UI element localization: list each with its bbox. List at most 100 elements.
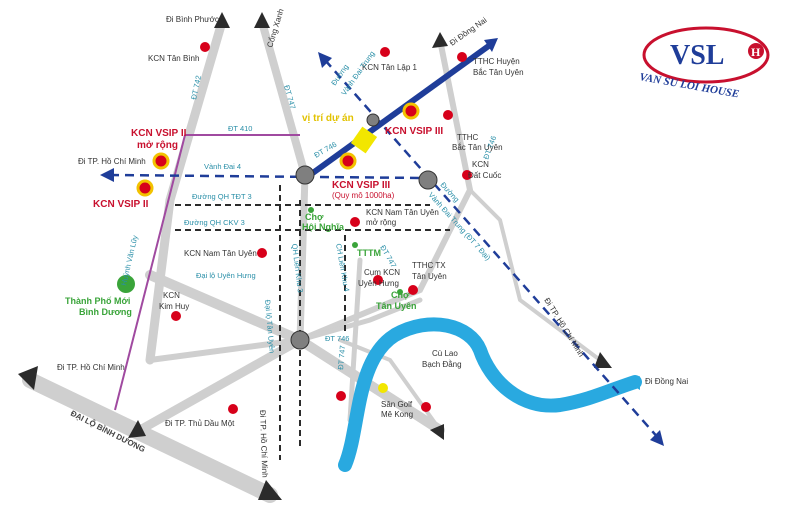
dot-vsip-iii-main	[339, 152, 357, 170]
road-junction-link	[147, 337, 303, 363]
logo-ellipse	[642, 26, 770, 84]
road-dt742	[145, 17, 227, 365]
label-huynh-van-luy: Huỳnh Văn Lũy	[119, 234, 139, 286]
label-vi-tri-du-an: vị trí dự án	[302, 113, 354, 124]
dot-cho-tan-uyen	[397, 289, 403, 295]
dashed-roads	[175, 185, 450, 460]
label-cho-tan-uyen-1: Chợ	[391, 290, 410, 300]
label-tp-moi-2: Bình Dương	[79, 307, 132, 317]
label-cong-xanh: Cổng Xanh	[265, 8, 285, 49]
label-kcn-vsip-ii: KCN VSIP II	[93, 199, 149, 210]
label-tthc-tx-1: TTHC TX	[412, 261, 446, 270]
road-dt746-low	[297, 297, 423, 343]
label-tthc-btu-2: Bắc Tân Uyên	[452, 143, 503, 152]
label-duong-qh-tdt3: Đường QH TĐT 3	[192, 192, 252, 201]
arrow-dai-lo-bd-west	[18, 366, 38, 390]
road-dai-lo-binh-duong	[22, 372, 278, 503]
label-dt747-mid: ĐT 747	[378, 244, 398, 270]
label-tthc-huyen: TTHC Huyện	[473, 57, 520, 66]
blue-dashed-roads	[109, 59, 661, 441]
road-cong-xanh	[258, 18, 309, 179]
label-kcn-dat-cuoc-2: Đất Cuốc	[468, 171, 501, 180]
label-di-binh-phuoc: Đi Bình Phước	[166, 15, 219, 24]
dot-misc-1	[228, 404, 238, 414]
label-tp-moi-1: Thành Phố Mới	[65, 296, 130, 306]
label-cu-lao-1: Cù Lao	[432, 349, 458, 358]
road-vanh-dai-4	[109, 173, 426, 180]
arrow-cong-xanh	[254, 12, 270, 28]
label-kcn-tan-lap: KCN Tân Lập 1	[362, 63, 418, 72]
label-di-tp-hcm-bottom: Đi TP. Hồ Chí Minh	[258, 410, 269, 478]
dot-cho-hoi-nghia	[308, 207, 314, 213]
dot-vsip-ii	[136, 179, 154, 197]
dot-thanh-pho-moi	[117, 275, 135, 293]
label-quy-mo: (Quy mô 1000ha)	[332, 191, 395, 200]
label-kcn-nam-tu-mr-2: mở rộng	[366, 218, 396, 227]
label-tthc-btu-1: TTHC	[457, 133, 479, 142]
dot-kcn-tan-lap	[380, 47, 390, 57]
logo-badge-circle	[748, 43, 764, 59]
label-di-tp-hcm-diag: Đi TP. Hồ Chí Minh	[542, 296, 586, 358]
road-vanh-dai-trung	[324, 59, 661, 441]
label-di-dong-nai-top: Đi Đồng Nai	[448, 15, 489, 47]
dot-misc-3	[336, 391, 346, 401]
junction-blue-road	[366, 113, 380, 127]
label-tthc-tx-2: Tân Uyên	[412, 272, 447, 281]
label-cum-kcn-1: Cụm KCN	[364, 268, 400, 277]
dong-nai-river	[338, 317, 642, 472]
dot-kcn-kim-huy	[171, 311, 181, 321]
label-tttm: TTTM	[357, 248, 381, 258]
project-location-marker	[350, 126, 378, 154]
label-kcn-nam-tu-mr-1: KCN Nam Tân Uyên	[366, 208, 439, 217]
label-dt747-low: ĐT 747	[336, 345, 347, 370]
dot-kcn-nam-tu	[257, 248, 267, 258]
label-di-tp-hcm-left: Đi TP. Hồ Chí Minh	[78, 157, 146, 166]
label-kcn-vsip-iii-top: KCN VSIP III	[385, 126, 443, 137]
label-san-golf-1: Sân Golf	[381, 400, 413, 409]
junction-main	[295, 165, 315, 185]
dot-san-golf	[378, 383, 388, 393]
arrow-dt746-east	[594, 352, 612, 368]
road-dt747-south	[347, 257, 363, 423]
label-dai-lo-uyen-hung: Đại lộ Uyên Hưng	[196, 271, 256, 280]
label-kcn-tan-binh: KCN Tân Bình	[148, 54, 199, 63]
kcn-dots	[171, 42, 472, 414]
labels: Đi Bình Phước KCN Tân Bình Cổng Xanh ĐT …	[57, 8, 688, 478]
road-huynh-van-luy	[114, 134, 186, 411]
dot-vsip-iii-top	[402, 102, 420, 120]
dot-tthc-tx	[408, 285, 418, 295]
junctions	[290, 113, 438, 350]
label-kcn-vsip-iii-main: KCN VSIP III	[332, 180, 390, 191]
arrow-tdm	[128, 420, 146, 438]
label-kcn-vsip-ii-mr-1: KCN VSIP II	[131, 128, 187, 139]
arrow-dong-nai-top	[432, 32, 448, 48]
label-kcn-kim-huy-2: Kim Huy	[159, 302, 189, 311]
dot-vsip-ii-mr	[152, 152, 170, 170]
gray-roads	[22, 17, 602, 503]
label-duong-qh-ckv3: Đường QH CKV 3	[184, 218, 245, 227]
label-cu-lao-2: Bạch Đằng	[422, 360, 462, 369]
label-dt410: ĐT 410	[228, 124, 252, 133]
dot-misc-2	[421, 402, 431, 412]
label-dt746-low: ĐT 746	[325, 334, 349, 343]
road-tdm	[135, 335, 305, 435]
arrow-vdt-south	[650, 430, 664, 446]
dot-kcn-dat-cuoc	[462, 170, 472, 180]
road-dt746-ne	[468, 188, 602, 362]
label-kcn-kim-huy-1: KCN	[163, 291, 180, 300]
vsl-logo: VSL H VAN SU LOI HOUSE	[638, 26, 770, 100]
label-di-dong-nai-right: Đi Đồng Nai	[645, 377, 688, 386]
road-arrows	[18, 12, 612, 500]
arrow-golf	[430, 424, 444, 440]
label-ch-lien-khu-4: CH Liên Khu 4	[334, 243, 351, 293]
river-end-right	[630, 376, 640, 390]
dot-tthc-huyen	[457, 52, 467, 62]
label-san-golf-2: Mê Kong	[381, 410, 413, 419]
arrow-vd4-west	[100, 168, 114, 182]
label-vanh-dai-4: Vành Đai 4	[204, 162, 241, 171]
logo-mark: VSL	[670, 40, 724, 71]
label-kcn-vsip-ii-mr-2: mở rộng	[137, 140, 178, 151]
label-cho-tan-uyen-2: Tân Uyên	[376, 301, 417, 311]
arrow-binh-phuoc	[214, 12, 230, 28]
